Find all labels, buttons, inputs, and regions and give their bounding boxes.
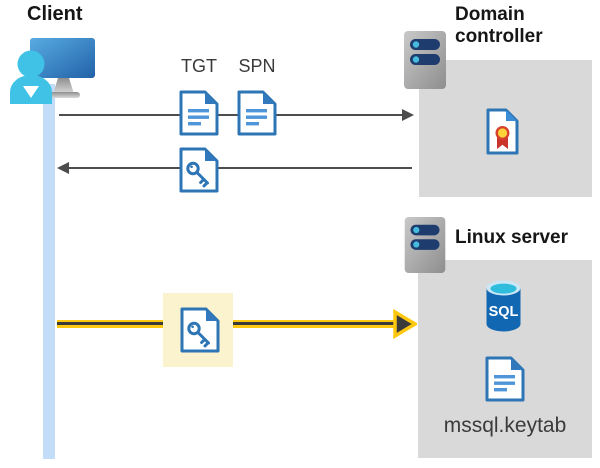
ticket-key-document-icon xyxy=(179,147,219,193)
sql-connection-arrowhead-icon xyxy=(393,309,417,339)
domain-controller-server-icon xyxy=(404,31,446,89)
domain-controller-label: Domain controller xyxy=(455,4,543,48)
service-ticket-key-document-icon xyxy=(180,307,220,353)
sql-text: SQL xyxy=(489,304,519,320)
keytab-document-icon xyxy=(485,356,525,402)
linux-server-icon xyxy=(404,216,446,274)
monitor-icon xyxy=(30,38,95,98)
client-workstation-icon xyxy=(10,38,95,104)
response-arrowhead-icon xyxy=(57,162,69,174)
request-arrow-line xyxy=(59,114,404,116)
spn-document-icon xyxy=(237,90,277,136)
client-label: Client xyxy=(27,3,83,25)
client-lifeline xyxy=(43,84,55,459)
response-arrow-line xyxy=(66,167,412,169)
user-icon xyxy=(10,50,52,104)
tgt-label: TGT xyxy=(181,56,217,76)
certificate-icon xyxy=(486,108,519,155)
tgt-document-icon xyxy=(179,90,219,136)
linux-server-label: Linux server xyxy=(455,227,568,248)
request-arrowhead-icon xyxy=(402,109,414,121)
sql-database-icon: SQL xyxy=(486,280,521,332)
keytab-filename-label: mssql.keytab xyxy=(443,414,567,437)
spn-label: SPN xyxy=(238,56,276,76)
